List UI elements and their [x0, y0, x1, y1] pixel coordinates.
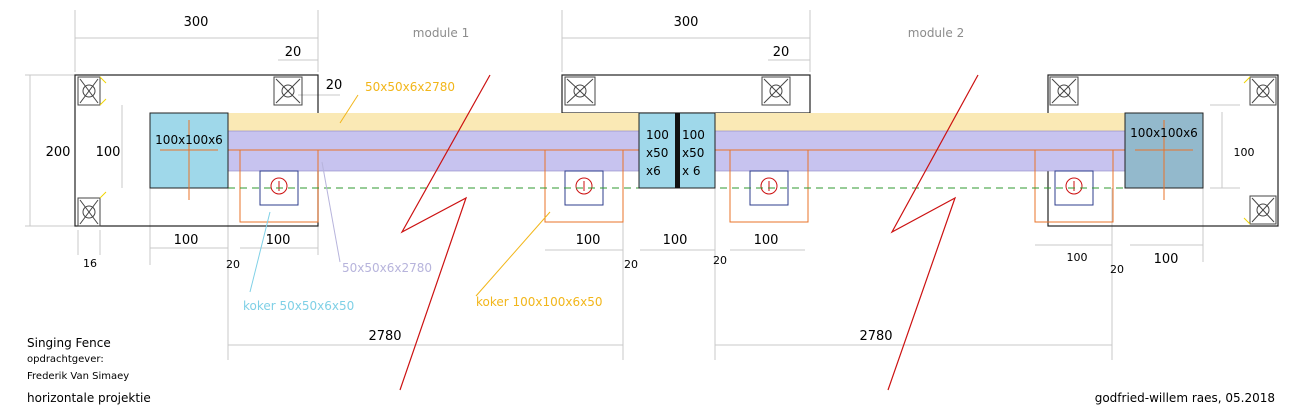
dim-post-depth: 100 [96, 145, 121, 160]
module-2-label: module 2 [908, 26, 964, 40]
label-post-half-b-2: x50 [682, 146, 704, 160]
dim-edge: 16 [83, 257, 97, 270]
anchor-r-tr [1243, 76, 1277, 106]
dim-foot-offset-1: 20 [285, 45, 302, 60]
dim-length-2: 2780 [859, 329, 892, 344]
client-label: opdrachtgever: [27, 354, 104, 365]
anchor-bl [77, 191, 107, 227]
dim-plate-f: 100 [1067, 251, 1088, 264]
dim-gap-a: 20 [226, 258, 240, 271]
view-name: horizontale projektie [27, 391, 151, 405]
dim-plate-b: 100 [266, 233, 291, 248]
label-post-half-a-3: x6 [646, 164, 661, 178]
anchor-m2-l [564, 76, 596, 106]
dim-module-width-1: 300 [184, 15, 209, 30]
label-post-half-a-1: 100 [646, 128, 669, 142]
corner-anchors [77, 76, 1277, 227]
dim-depth: 200 [46, 145, 71, 160]
label-bottom-rail: 50x50x6x2780 [342, 261, 432, 275]
label-tube-small: koker 50x50x6x50 [243, 299, 354, 313]
dim-gap-c: 20 [713, 254, 727, 267]
anchor-tr1 [273, 76, 303, 106]
label-post-half-b-3: x 6 [682, 164, 701, 178]
dim-plate-c: 100 [576, 233, 601, 248]
dim-plate-g: 100 [1154, 252, 1179, 267]
label-post-half-a-2: x50 [646, 146, 668, 160]
dim-foot-offset-2: 20 [773, 45, 790, 60]
dim-gap-b: 20 [624, 258, 638, 271]
post-middle [638, 112, 716, 189]
dim-plate-d: 100 [663, 233, 688, 248]
anchor-r-tl [1049, 76, 1079, 106]
label-tube-large: koker 100x100x6x50 [476, 295, 603, 309]
break-line-1 [399, 74, 491, 391]
break-line-2 [887, 74, 979, 391]
dim-post-depth-right: 100 [1234, 146, 1255, 159]
label-top-rail: 50x50x6x2780 [365, 80, 455, 94]
client-name: Frederik Van Simaey [27, 371, 129, 382]
dim-gap-d: 20 [1110, 263, 1124, 276]
post-left [149, 112, 229, 200]
module-1-label: module 1 [413, 26, 469, 40]
post-right [1124, 112, 1204, 200]
dim-module-width-2: 300 [674, 15, 699, 30]
dim-plate-e: 100 [754, 233, 779, 248]
label-post-left: 100x100x6 [155, 133, 223, 147]
anchor-tl [77, 76, 107, 106]
anchor-m2-r [761, 76, 791, 106]
leader-lines [249, 94, 551, 297]
anchor-r-br [1243, 195, 1277, 225]
author-date: godfried-willem raes, 05.2018 [1095, 391, 1275, 405]
dim-plate-a: 100 [174, 233, 199, 248]
construction-lines [25, 10, 1240, 360]
label-post-right: 100x100x6 [1130, 126, 1198, 140]
dim-length-1: 2780 [368, 329, 401, 344]
dim-foot-offset-v: 20 [326, 78, 343, 93]
project-title: Singing Fence [27, 336, 111, 350]
label-post-half-b-1: 100 [682, 128, 705, 142]
